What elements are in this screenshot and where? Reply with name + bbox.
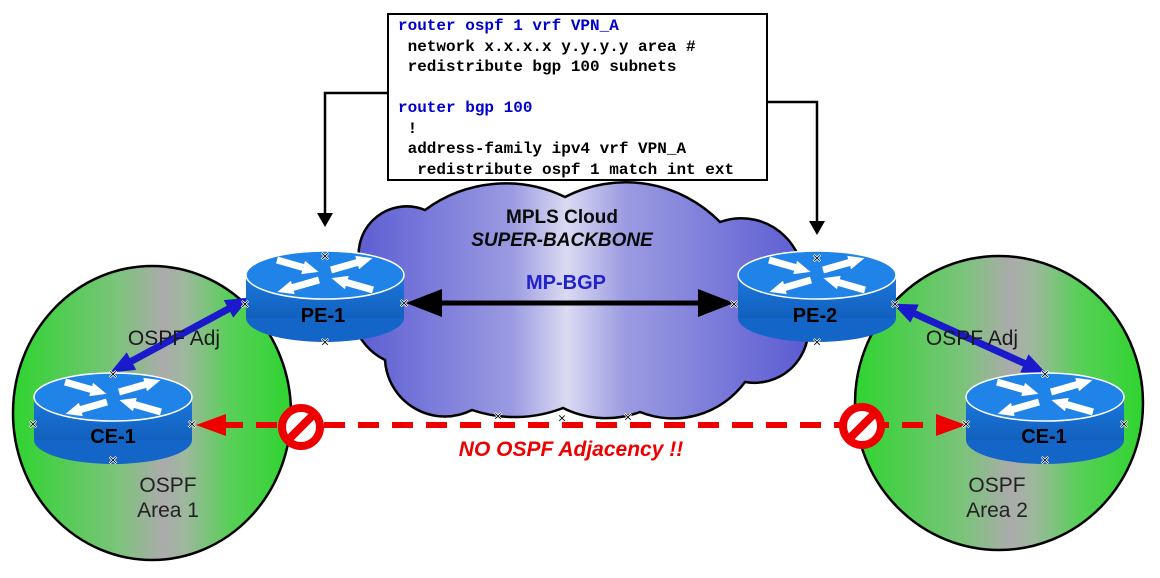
no-ospf-adjacency-label: NO OSPF Adjacency !!: [458, 438, 684, 461]
ce1-left-label: CE-1: [90, 426, 136, 448]
connection-point-marker: ×: [1040, 367, 1050, 381]
ospf-area-2-line1: OSPF: [968, 474, 1026, 497]
connection-point-marker: ×: [623, 410, 633, 424]
pe2-label: PE-2: [792, 305, 838, 327]
no-entry-sign-right: [843, 407, 881, 445]
config-line: !: [398, 119, 418, 138]
ospf-area-2-line2: Area 2: [966, 499, 1028, 522]
connection-point-marker: ×: [961, 417, 971, 431]
config-line: redistribute bgp 100 subnets: [398, 58, 677, 76]
ospf-area-1-label: OSPF Area 1: [137, 473, 199, 523]
config-line: redistribute ospf 1 match int ext: [398, 160, 735, 179]
config-connector-right: [768, 100, 825, 235]
connection-point-marker: ×: [320, 335, 330, 349]
config-line: network x.x.x.x y.y.y.y area #: [398, 37, 696, 56]
router-pe1: [246, 251, 404, 342]
connection-point-marker: ×: [812, 251, 822, 265]
ospf-area-1-line1: OSPF: [139, 474, 197, 497]
connection-point-marker: ×: [108, 453, 118, 467]
connection-point-marker: ×: [1040, 453, 1050, 467]
connection-point-marker: ×: [729, 297, 739, 311]
connection-point-marker: ×: [28, 417, 38, 431]
ospf-adjacency-arrow-left: [110, 297, 250, 373]
cloud-subtitle: SUPER-BACKBONE: [471, 230, 653, 251]
ce1-right-label: CE-1: [1021, 426, 1067, 448]
connection-point-marker: ×: [557, 411, 567, 425]
connection-point-marker: ×: [1119, 417, 1129, 431]
config-line: router bgp 100: [398, 99, 533, 117]
connection-point-marker: ×: [493, 409, 503, 423]
config-line: [398, 78, 766, 99]
cloud-title: MPLS Cloud: [506, 207, 618, 228]
connection-point-marker: ×: [320, 249, 330, 263]
router-ce1-left: [34, 373, 192, 464]
mp-bgp-label: MP-BGP: [526, 272, 606, 294]
connection-point-marker: ×: [399, 296, 409, 310]
connection-point-marker: ×: [812, 335, 822, 349]
connection-point-marker: ×: [890, 297, 900, 311]
ospf-area-2-label: OSPF Area 2: [966, 473, 1028, 523]
router-ce1-right: [966, 373, 1124, 464]
connection-point-marker: ×: [187, 417, 197, 431]
ospf-adjacency-arrow-right: [892, 303, 1047, 374]
no-entry-sign-left: [282, 408, 320, 446]
router-config-box: router ospf 1 vrf VPN_A network x.x.x.x …: [387, 13, 768, 181]
connection-point-marker: ×: [240, 297, 250, 311]
config-line: address-family ipv4 vrf VPN_A: [398, 140, 687, 158]
ospf-adj-right-label: OSPF Adj: [925, 327, 1019, 350]
config-line: router ospf 1 vrf VPN_A: [398, 17, 619, 35]
connection-point-marker: ×: [108, 367, 118, 381]
pe1-label: PE-1: [300, 305, 346, 327]
config-connector-left: [317, 91, 387, 227]
ospf-adj-left-label: OSPF Adj: [127, 327, 221, 350]
router-pe2: [738, 251, 896, 342]
ospf-area-1-line2: Area 1: [137, 499, 199, 522]
